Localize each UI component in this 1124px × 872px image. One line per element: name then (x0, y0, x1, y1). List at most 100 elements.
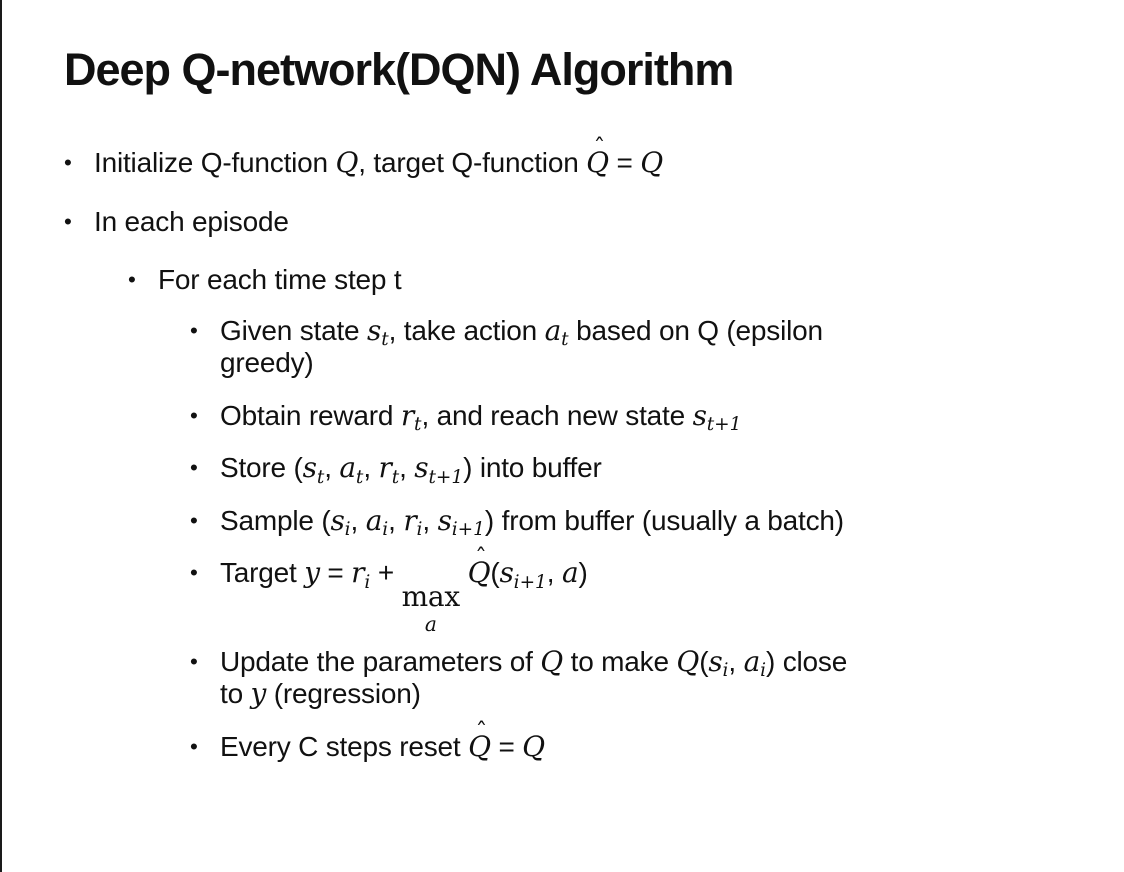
text-segment: based on Q (epsilon (568, 314, 823, 346)
bullet-marker-icon: • (64, 150, 72, 176)
bullet-text: For each time step t (158, 264, 1069, 296)
math-var: Q (522, 729, 545, 763)
math-var: Q (586, 146, 609, 180)
math-subscript: t (561, 329, 569, 351)
text-segment: , target Q-function (358, 147, 587, 179)
math-var: r (378, 451, 392, 485)
text-segment: Given state (220, 314, 368, 346)
math-subscript: i (364, 571, 371, 593)
bullet-marker-icon: • (190, 317, 198, 343)
math-var: y (250, 677, 267, 711)
math-var: Q (540, 644, 564, 678)
text-segment: , (546, 557, 562, 588)
text-segment: ) from buffer (usually a batch) (484, 504, 844, 536)
text-segment: In each episode (94, 205, 289, 237)
max-function-label: max (401, 579, 461, 613)
math-var: s (330, 503, 345, 537)
math-var: r (403, 503, 417, 537)
text-segment: to make (563, 645, 677, 677)
bullet-item: •Given state st, take action at based on… (190, 313, 1069, 380)
text-segment: , and reach new state (421, 399, 693, 431)
math-subscript: i (760, 660, 766, 682)
math-subscript: t (316, 466, 325, 488)
bullet-list: •Initialize Q-function Q, target Q-funct… (64, 135, 1069, 763)
text-segment: , (728, 645, 744, 677)
math-var: s (692, 398, 707, 432)
text-segment: , (350, 504, 366, 536)
bullet-item: • For each time step t (128, 264, 1069, 296)
text-segment: , (363, 452, 379, 484)
math-var: s (367, 313, 382, 347)
bullet-item: • Update the parameters of Q to make Q(si… (190, 644, 1069, 711)
bullet-marker-icon: • (190, 455, 198, 481)
text-segment: ) close (766, 645, 848, 677)
math-var: Q (676, 644, 700, 678)
text-segment: = (490, 730, 523, 762)
bullet-item: •Obtain reward rt, and reach new state s… (190, 398, 1069, 436)
text-segment: Initialize Q-function (94, 147, 336, 179)
text-segment: ) into buffer (463, 452, 602, 484)
math-var: s (499, 556, 514, 589)
bullet-marker-icon: • (190, 648, 198, 674)
math-var: a (365, 503, 383, 537)
math-subscript: t (381, 329, 389, 351)
text-segment: = (319, 557, 352, 588)
math-var: s (437, 503, 452, 537)
text-segment: Target (220, 557, 305, 588)
bullet-text: Update the parameters of Q to make Q(si,… (220, 644, 1069, 711)
bullet-marker-icon: • (190, 507, 198, 533)
bullet-text: Store (st, at, rt, st+1) into buffer (220, 451, 1069, 487)
math-var: Q (468, 729, 491, 763)
bullet-item: • In each episode (64, 206, 1069, 238)
text-segment: Obtain reward (220, 399, 401, 431)
text-segment: to (220, 678, 251, 710)
text-segment: greedy) (220, 347, 314, 379)
text-segment: , (388, 504, 404, 536)
math-subscript: t+1 (428, 466, 464, 488)
hat-accent-icon: ˆ (593, 134, 606, 163)
math-subscript: i+1 (451, 519, 485, 541)
math-subscript: i (382, 519, 389, 541)
text-segment: , (399, 452, 415, 484)
math-var: r (351, 556, 365, 589)
math-var: a (743, 644, 761, 678)
bullet-marker-icon: • (128, 267, 136, 293)
math-subscript: t (355, 466, 364, 488)
text-segment: , take action (388, 314, 545, 346)
math-var: a (544, 313, 562, 347)
math-var: s (414, 451, 429, 485)
text-segment: For each time step t (158, 264, 402, 296)
math-subscript: i (344, 519, 351, 541)
hat-accent-icon: ˆ (474, 544, 487, 573)
text-segment: Store ( (220, 452, 303, 484)
math-var: a (339, 451, 356, 485)
bullet-marker-icon: • (64, 208, 72, 234)
slide-title: Deep Q-network(DQN) Algorithm (64, 44, 734, 95)
text-segment: Every C steps reset (220, 730, 469, 762)
math-var: r (400, 398, 415, 432)
text-segment: , (324, 452, 340, 484)
text-segment: ( (490, 557, 500, 588)
math-subscript: i (722, 660, 729, 682)
math-subscript: t (414, 414, 422, 436)
bullet-text: Obtain reward rt, and reach new state st… (220, 398, 1069, 436)
math-var: a (561, 556, 579, 589)
math-subscript: i (416, 519, 423, 541)
math-subscript: i+1 (513, 571, 547, 593)
bullet-marker-icon: • (190, 560, 198, 585)
bullet-item: •Initialize Q-function Q, target Q-funct… (64, 135, 1069, 180)
text-segment: ( (699, 645, 709, 677)
text-segment: (regression) (266, 678, 421, 710)
math-var: Q (640, 146, 663, 180)
math-subscript: t+1 (706, 414, 742, 436)
max-under-var: a (424, 611, 437, 636)
math-var: Q (467, 556, 491, 589)
